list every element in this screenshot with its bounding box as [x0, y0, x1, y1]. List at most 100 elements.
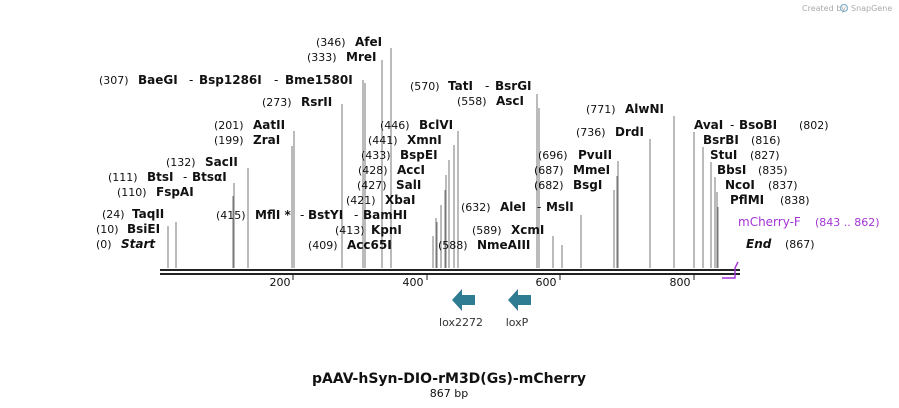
site-separator: -	[537, 200, 541, 214]
site-tati-name[interactable]: TatI	[448, 79, 473, 93]
site-sali-name[interactable]: SalI	[396, 178, 421, 192]
site-bsiei-pos: (10)	[96, 223, 119, 236]
site-drdi-pos: (736)	[576, 126, 606, 139]
site-rsrii-name[interactable]: RsrII	[301, 95, 332, 109]
credit-brand: SnapGene	[851, 4, 892, 13]
site-end-pos: (867)	[785, 238, 815, 251]
site-separator: -	[183, 170, 187, 184]
site-bspei-name[interactable]: BspEI	[400, 148, 438, 162]
credit-text: Created by	[802, 4, 846, 13]
site-asci-pos: (558)	[457, 95, 487, 108]
site-pflmi-name[interactable]: PflMI	[730, 193, 764, 207]
ruler-label-600: 600	[536, 276, 557, 289]
site-bsgi-name[interactable]: BsgI	[573, 178, 602, 192]
site-mfli-pos: (415)	[216, 209, 246, 222]
site-btsi-name[interactable]: BtsI	[147, 170, 174, 184]
site-stui-pos: (827)	[750, 149, 780, 162]
site-mfli-alt1[interactable]: BstYI	[308, 208, 343, 222]
site-acc65i-name[interactable]: Acc65I	[347, 238, 392, 252]
site-mrei-pos: (333)	[307, 51, 337, 64]
site-bclvi-name[interactable]: BclVI	[419, 118, 453, 132]
site-afei-name[interactable]: AfeI	[355, 35, 382, 49]
site-mfli-name[interactable]: MflI *	[255, 208, 291, 222]
site-alwni-name[interactable]: AlwNI	[625, 102, 664, 116]
site-avai-pos: (802)	[799, 119, 829, 132]
site-fspai-name[interactable]: FspAI	[156, 185, 194, 199]
site-mmei-pos: (687)	[534, 164, 564, 177]
site-ncoi-name[interactable]: NcoI	[725, 178, 755, 192]
site-nmeaiii-name[interactable]: NmeAIII	[477, 238, 530, 252]
site-leader-lines	[167, 48, 719, 268]
site-sacii-name[interactable]: SacII	[205, 155, 238, 169]
site-nmeaiii-pos: (588)	[438, 239, 468, 252]
site-stui-name[interactable]: StuI	[710, 148, 737, 162]
site-acci-name[interactable]: AccI	[397, 163, 425, 177]
site-baegi-pos: (307)	[99, 74, 129, 87]
feature-lox2272-label: lox2272	[439, 316, 483, 329]
site-pflmi-pos: (838)	[780, 194, 810, 207]
site-rsrii-pos: (273)	[262, 96, 292, 109]
sequence-length: 867 bp	[430, 387, 468, 400]
site-bbsi-name[interactable]: BbsI	[717, 163, 746, 177]
site-drdi-name[interactable]: DrdI	[615, 125, 644, 139]
site-alwni-pos: (771)	[586, 103, 616, 116]
site-mrei-name[interactable]: MreI	[346, 50, 376, 64]
site-btsi-pos: (111)	[108, 171, 138, 184]
ruler-label-800: 800	[670, 276, 691, 289]
site-bsiei-name[interactable]: BsiEI	[127, 222, 160, 236]
site-mmei-name[interactable]: MmeI	[573, 163, 610, 177]
feature-loxp-label: loxP	[506, 316, 529, 329]
site-bspei-pos: (433)	[361, 149, 391, 162]
site-alei-pos: (632)	[461, 201, 491, 214]
site-zrai-name[interactable]: ZraI	[253, 133, 280, 147]
site-taqii-name[interactable]: TaqII	[132, 207, 164, 221]
site-sacii-pos: (132)	[166, 156, 196, 169]
site-acc65i-pos: (409)	[308, 239, 338, 252]
site-avai-alt[interactable]: BsoBI	[739, 118, 777, 132]
site-xmni-pos: (441)	[368, 134, 398, 147]
map-title: pAAV-hSyn-DIO-rM3D(Gs)-mCherry	[312, 371, 586, 387]
site-pvuii-name[interactable]: PvuII	[578, 148, 612, 162]
site-bclvi-pos: (446)	[380, 119, 410, 132]
site-xcmi-pos: (589)	[472, 224, 502, 237]
site-kpni-name[interactable]: KpnI	[371, 223, 402, 237]
site-separator: -	[354, 208, 358, 222]
primer-name[interactable]: mCherry-F	[738, 215, 801, 229]
site-start-name[interactable]: Start	[121, 237, 156, 251]
site-separator: -	[274, 73, 278, 87]
site-afei-pos: (346)	[316, 36, 346, 49]
feature-lox2272-arrow[interactable]	[452, 289, 475, 311]
site-separator: -	[485, 79, 489, 93]
site-separator: -	[730, 118, 734, 132]
primer-mcherry-f-arrow[interactable]	[722, 261, 739, 279]
site-baegi-name[interactable]: BaeGI	[138, 73, 178, 87]
site-baegi-alt2[interactable]: Bme1580I	[285, 73, 353, 87]
site-xbai-name[interactable]: XbaI	[385, 193, 415, 207]
site-btsi-alt[interactable]: BtsαI	[192, 170, 227, 184]
site-xcmi-name[interactable]: XcmI	[511, 223, 544, 237]
site-bsrbi-pos: (816)	[751, 134, 781, 147]
site-ncoi-pos: (837)	[768, 179, 798, 192]
site-bbsi-pos: (835)	[758, 164, 788, 177]
site-alei-name[interactable]: AleI	[500, 200, 526, 214]
site-tati-alt[interactable]: BsrGI	[495, 79, 532, 93]
site-bsrbi-name[interactable]: BsrBI	[703, 133, 739, 147]
site-xmni-name[interactable]: XmnI	[407, 133, 442, 147]
site-aatii-pos: (201)	[214, 119, 244, 132]
site-alei-alt[interactable]: MslI	[546, 200, 574, 214]
site-asci-name[interactable]: AscI	[496, 94, 524, 108]
ruler-ticks	[292, 275, 695, 280]
primer-range: (843 .. 862)	[815, 216, 880, 229]
site-avai-name[interactable]: AvaI	[694, 118, 723, 132]
site-end-name[interactable]: End	[746, 237, 772, 251]
site-xbai-pos: (421)	[346, 194, 376, 207]
site-mfli-alt2[interactable]: BamHI	[363, 208, 407, 222]
site-separator: -	[300, 208, 304, 222]
feature-loxp-arrow[interactable]	[508, 289, 531, 311]
site-zrai-pos: (199)	[214, 134, 244, 147]
site-aatii-name[interactable]: AatII	[253, 118, 285, 132]
site-baegi-alt1[interactable]: Bsp1286I	[199, 73, 262, 87]
site-fspai-pos: (110)	[117, 186, 147, 199]
